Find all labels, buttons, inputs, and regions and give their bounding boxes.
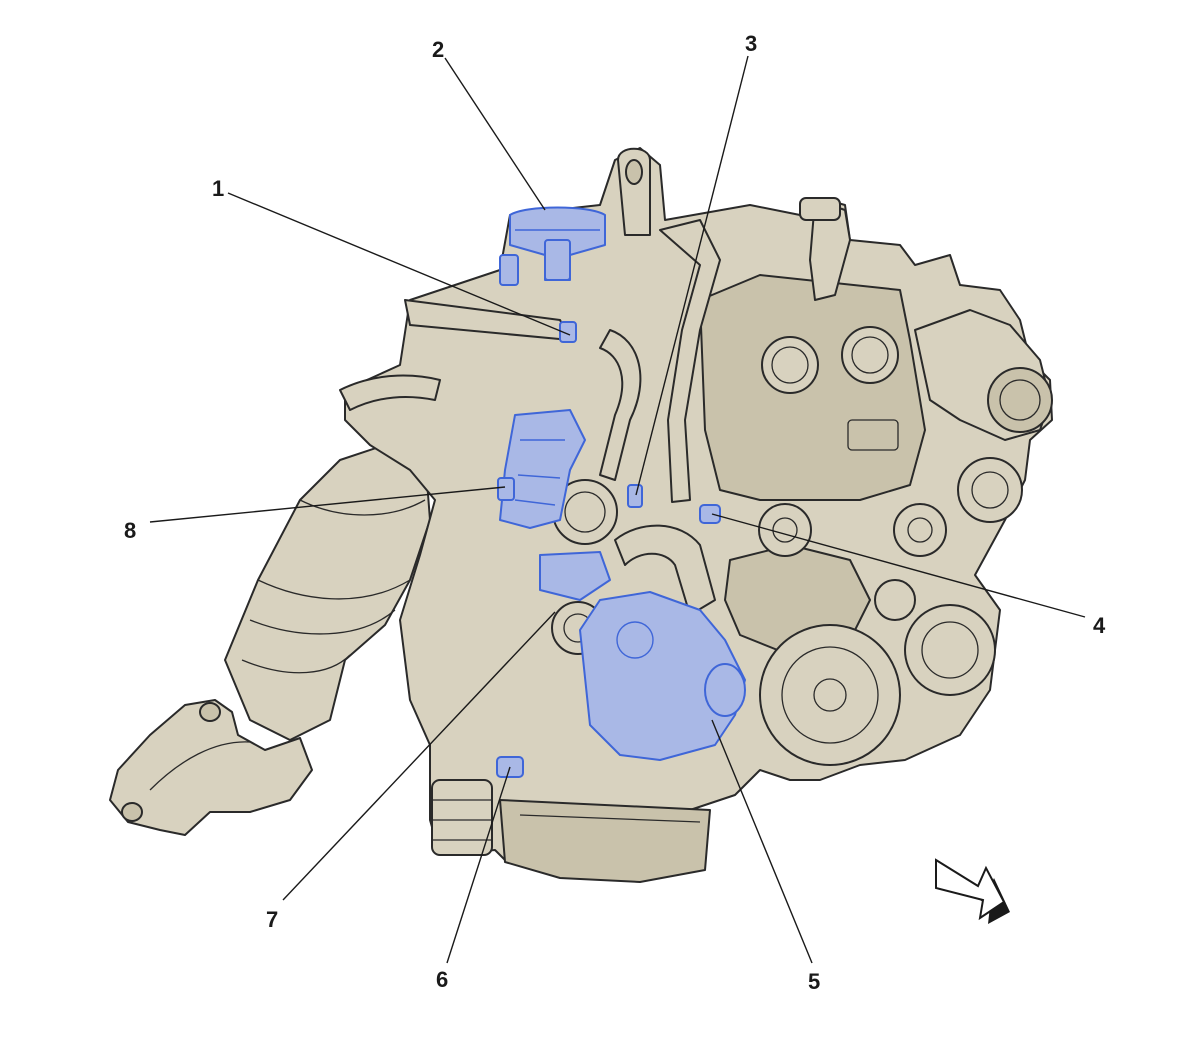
part-4-highlight — [699, 504, 721, 524]
callout-1: 1 — [212, 176, 224, 201]
leader-8 — [149, 486, 506, 523]
engine-illustration — [109, 147, 1053, 883]
throttle-body — [914, 309, 1053, 441]
callout-6: 6 — [436, 967, 448, 992]
callout-4: 4 — [1093, 613, 1106, 638]
callout-3: 3 — [745, 31, 757, 56]
timing-cover — [699, 274, 926, 501]
callout-labels: 1 2 3 4 5 6 7 8 — [124, 31, 1106, 994]
accessory-drive — [724, 457, 1023, 766]
leader-4 — [711, 513, 1086, 618]
lifting-eye — [617, 147, 651, 236]
leader-7 — [282, 611, 556, 901]
oil-pan — [431, 779, 711, 883]
direction-arrow-icon — [935, 858, 1010, 924]
callout-5: 5 — [808, 969, 820, 994]
callout-8: 8 — [124, 518, 136, 543]
catalytic-converter — [224, 439, 431, 741]
leader-6 — [446, 766, 511, 964]
leader-lines — [149, 55, 1086, 964]
callout-7: 7 — [266, 907, 278, 932]
leader-1 — [227, 192, 571, 336]
highlighted-components — [496, 206, 746, 778]
exhaust-downpipe — [109, 699, 313, 836]
callout-2: 2 — [432, 37, 444, 62]
part-1-highlight — [559, 321, 577, 343]
leader-5 — [711, 719, 813, 964]
leader-3 — [635, 55, 749, 496]
leader-2 — [444, 57, 546, 211]
